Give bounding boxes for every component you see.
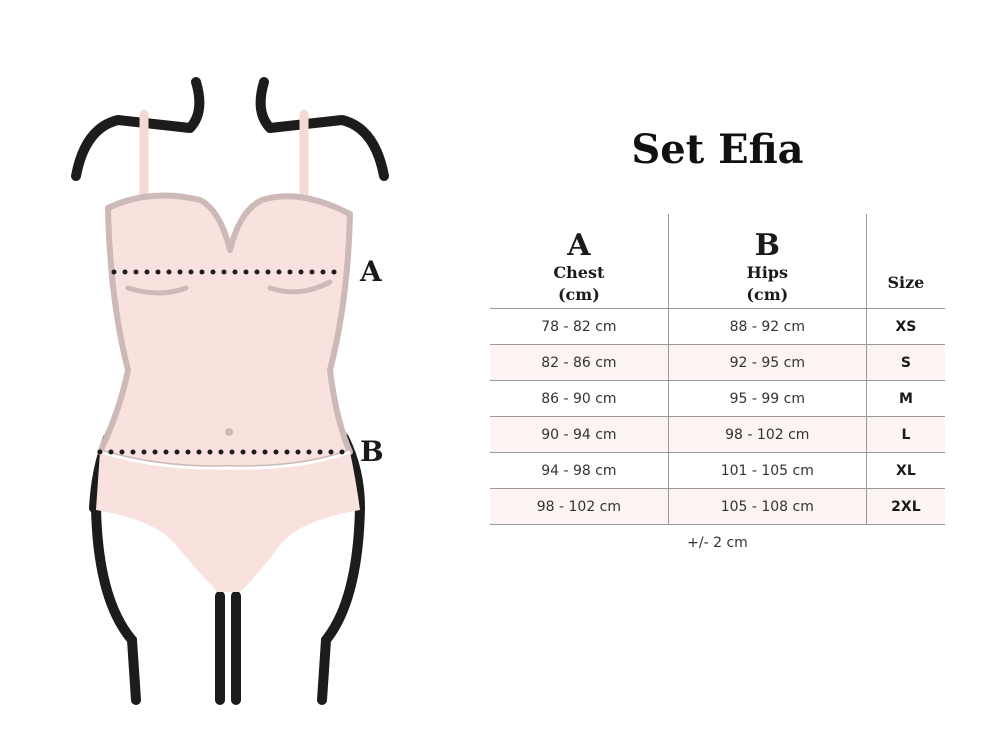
table-row: 86 - 90 cm 95 - 99 cm M [490, 380, 945, 417]
table-row: 98 - 102 cm 105 - 108 cm 2XL [490, 488, 945, 525]
table-row: 82 - 86 cm 92 - 95 cm S [490, 344, 945, 381]
chest-cell: 86 - 90 cm [490, 380, 669, 417]
hips-cell: 101 - 105 cm [668, 452, 867, 489]
table-header-row: A Chest (cm) B Hips (cm) Size [490, 214, 945, 309]
chest-marker-label: A [360, 255, 382, 288]
header-size: Size [866, 214, 945, 309]
size-cell: S [866, 344, 945, 381]
size-cell: XS [866, 308, 945, 345]
hips-cell: 92 - 95 cm [668, 344, 867, 381]
chest-cell: 90 - 94 cm [490, 416, 669, 453]
table-row: 90 - 94 cm 98 - 102 cm L [490, 416, 945, 453]
header-chest-label: Chest [553, 263, 605, 282]
hips-cell: 105 - 108 cm [668, 488, 867, 525]
header-hips: B Hips (cm) [668, 214, 867, 309]
header-hips-label: Hips [746, 263, 788, 282]
left-leg-outline [91, 503, 141, 705]
size-cell: L [866, 416, 945, 453]
right-bust-curve [267, 279, 333, 295]
tolerance-note: +/- 2 cm [687, 535, 748, 551]
hips-cell: 95 - 99 cm [668, 380, 867, 417]
navel [225, 428, 233, 436]
bodysuit-top [97, 192, 353, 472]
size-cell: 2XL [866, 488, 945, 525]
briefs [96, 452, 360, 592]
header-chest-unit: (cm) [557, 285, 600, 304]
chest-cell: 94 - 98 cm [490, 452, 669, 489]
size-chart-table: A Chest (cm) B Hips (cm) Size 78 - 82 cm… [490, 214, 945, 525]
left-bust-curve [125, 285, 189, 296]
right-shoulder-outline [255, 77, 389, 181]
hips-marker-label: B [360, 435, 384, 468]
size-cell: M [866, 380, 945, 417]
header-hips-letter: B [754, 228, 780, 263]
body-figure-illustration [71, 77, 389, 705]
table-row: 94 - 98 cm 101 - 105 cm XL [490, 452, 945, 489]
left-shoulder-outline [71, 77, 205, 181]
header-chest-letter: A [567, 228, 591, 263]
briefs-waistband [99, 450, 351, 470]
table-row: 78 - 82 cm 88 - 92 cm XS [490, 308, 945, 345]
header-hips-unit: (cm) [746, 285, 789, 304]
chest-cell: 82 - 86 cm [490, 344, 669, 381]
chest-cell: 98 - 102 cm [490, 488, 669, 525]
right-leg-outline [317, 503, 365, 705]
hips-cell: 88 - 92 cm [668, 308, 867, 345]
header-chest: A Chest (cm) [490, 214, 669, 309]
size-cell: XL [866, 452, 945, 489]
chest-cell: 78 - 82 cm [490, 308, 669, 345]
hips-cell: 98 - 102 cm [668, 416, 867, 453]
header-size-label: Size [887, 273, 925, 292]
page-title: Set Efia [631, 126, 804, 173]
